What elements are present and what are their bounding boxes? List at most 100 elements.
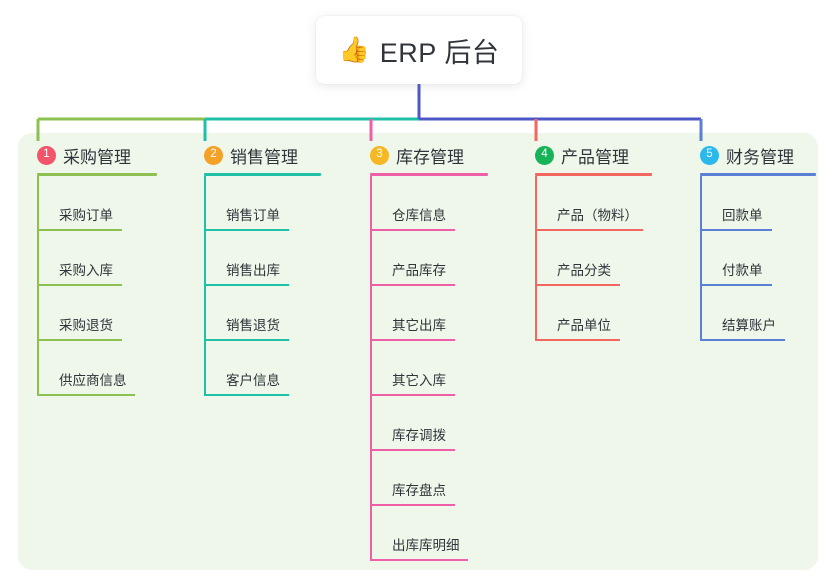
leaf-item-label: 采购退货: [59, 318, 113, 333]
column-1: 1 采购管理采购订单采购入库采购退货供应商信息: [37, 143, 157, 396]
leaf-item[interactable]: 产品单位: [535, 286, 620, 341]
leaf-item-underline: [37, 339, 122, 341]
leaf-item-label: 其它入库: [392, 373, 446, 388]
column-title: 财务管理: [726, 147, 794, 167]
leaf-item-label: 产品（物料）: [557, 208, 638, 223]
thumbs-up-icon: 👍: [338, 34, 370, 64]
leaf-item[interactable]: 产品分类: [535, 231, 620, 286]
diagram-panel: [18, 133, 818, 570]
column-items: 仓库信息产品库存其它出库其它入库库存调拨库存盘点出库库明细: [370, 176, 488, 561]
leaf-item-underline: [370, 394, 455, 396]
leaf-item-label: 产品单位: [557, 318, 611, 333]
leaf-item-label: 结算账户: [722, 318, 776, 333]
column-items: 产品（物料） 产品分类产品单位: [535, 176, 652, 341]
leaf-item[interactable]: 采购退货: [37, 286, 122, 341]
leaf-item-label: 产品库存: [392, 263, 446, 278]
number-badge-icon: 3: [370, 145, 389, 165]
column-5: 5 财务管理回款单付款单结算账户: [700, 143, 816, 341]
column-header-5[interactable]: 5 财务管理: [700, 143, 816, 167]
leaf-item-underline: [700, 229, 772, 231]
leaf-item[interactable]: 出库库明细: [370, 506, 468, 561]
leaf-item-underline: [370, 284, 455, 286]
leaf-item-label: 回款单: [722, 208, 763, 223]
branch-spine: [204, 176, 206, 396]
column-header-3[interactable]: 3 库存管理: [370, 143, 488, 167]
leaf-item[interactable]: 供应商信息: [37, 341, 135, 396]
column-underline: [700, 173, 816, 176]
leaf-item-underline: [370, 449, 455, 451]
leaf-item-label: 仓库信息: [392, 208, 446, 223]
column-title: 产品管理: [561, 147, 629, 167]
leaf-item-underline: [37, 394, 135, 396]
number-badge-icon: 1: [37, 145, 56, 165]
branch-spine: [700, 176, 702, 341]
column-title: 销售管理: [230, 147, 298, 167]
leaf-item-underline: [535, 339, 620, 341]
column-3: 3 库存管理仓库信息产品库存其它出库其它入库库存调拨库存盘点出库库明细: [370, 143, 488, 561]
column-header-1[interactable]: 1 采购管理: [37, 143, 157, 167]
leaf-item-label: 产品分类: [557, 263, 611, 278]
leaf-item[interactable]: 采购订单: [37, 176, 122, 231]
leaf-item[interactable]: 库存调拨: [370, 396, 455, 451]
leaf-item-underline: [204, 284, 289, 286]
leaf-item-label: 销售出库: [226, 263, 280, 278]
branch-spine: [37, 176, 39, 396]
number-badge-icon: 4: [535, 145, 554, 165]
column-underline: [370, 173, 488, 176]
leaf-item[interactable]: 付款单: [700, 231, 772, 286]
leaf-item[interactable]: 产品（物料）: [535, 176, 643, 231]
column-header-4[interactable]: 4 产品管理: [535, 143, 652, 167]
number-badge-icon: 5: [700, 145, 719, 165]
leaf-item-underline: [700, 284, 772, 286]
leaf-item[interactable]: 销售出库: [204, 231, 289, 286]
leaf-item[interactable]: 其它出库: [370, 286, 455, 341]
leaf-item-underline: [535, 284, 620, 286]
leaf-item-label: 销售订单: [226, 208, 280, 223]
column-items: 采购订单采购入库采购退货供应商信息: [37, 176, 157, 396]
leaf-item[interactable]: 仓库信息: [370, 176, 455, 231]
leaf-item-label: 客户信息: [226, 373, 280, 388]
leaf-item[interactable]: 销售退货: [204, 286, 289, 341]
column-4: 4 产品管理产品（物料） 产品分类产品单位: [535, 143, 652, 341]
leaf-item-underline: [370, 504, 455, 506]
leaf-item-label: 库存调拨: [392, 428, 446, 443]
leaf-item[interactable]: 产品库存: [370, 231, 455, 286]
root-node-card[interactable]: 👍 ERP 后台: [316, 16, 522, 84]
leaf-item-underline: [37, 229, 122, 231]
leaf-item-label: 采购订单: [59, 208, 113, 223]
leaf-item-label: 其它出库: [392, 318, 446, 333]
leaf-item-underline: [370, 339, 455, 341]
leaf-item-underline: [370, 229, 455, 231]
column-underline: [37, 173, 157, 176]
column-items: 回款单付款单结算账户: [700, 176, 816, 341]
column-underline: [535, 173, 652, 176]
leaf-item-underline: [370, 559, 468, 561]
leaf-item-label: 付款单: [722, 263, 763, 278]
leaf-item-label: 出库库明细: [392, 538, 460, 553]
root-node-title: ERP 后台: [379, 37, 500, 68]
branch-spine: [535, 176, 537, 341]
leaf-item-label: 销售退货: [226, 318, 280, 333]
leaf-item[interactable]: 库存盘点: [370, 451, 455, 506]
leaf-item[interactable]: 其它入库: [370, 341, 455, 396]
leaf-item[interactable]: 采购入库: [37, 231, 122, 286]
leaf-item-label: 采购入库: [59, 263, 113, 278]
column-title: 采购管理: [63, 147, 131, 167]
leaf-item-underline: [700, 339, 785, 341]
leaf-item[interactable]: 结算账户: [700, 286, 785, 341]
leaf-item[interactable]: 客户信息: [204, 341, 289, 396]
leaf-item-underline: [37, 284, 122, 286]
leaf-item[interactable]: 回款单: [700, 176, 772, 231]
leaf-item-label: 供应商信息: [59, 373, 127, 388]
column-title: 库存管理: [396, 147, 464, 167]
leaf-item[interactable]: 销售订单: [204, 176, 289, 231]
column-underline: [204, 173, 321, 176]
leaf-item-underline: [204, 229, 289, 231]
column-items: 销售订单销售出库销售退货客户信息: [204, 176, 321, 396]
leaf-item-underline: [535, 229, 643, 231]
branch-spine: [370, 176, 372, 561]
leaf-item-underline: [204, 339, 289, 341]
